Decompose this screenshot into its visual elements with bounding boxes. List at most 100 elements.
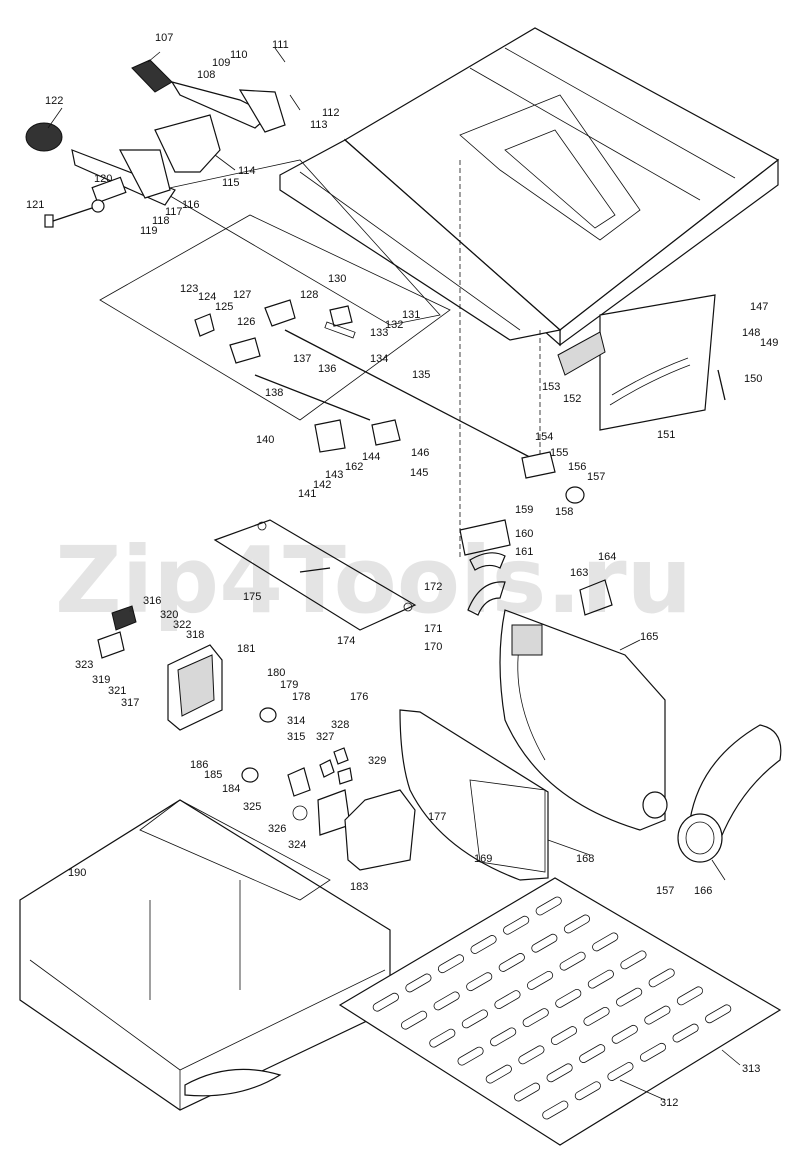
part-label-114: 114 (238, 165, 256, 177)
part-label-180: 180 (267, 667, 285, 679)
part-label-131: 131 (402, 309, 420, 321)
part-label-162: 162 (345, 461, 363, 473)
part-label-316: 316 (143, 595, 161, 607)
blade-guard-165 (499, 609, 666, 831)
handle-107 (131, 59, 286, 133)
block-126 (229, 337, 261, 364)
part-label-118: 118 (152, 215, 170, 227)
vent-slot (587, 969, 614, 989)
part-label-133: 133 (370, 327, 388, 339)
part-label-150: 150 (744, 373, 762, 385)
vent-slot (470, 935, 497, 954)
clamp-160 (469, 552, 506, 571)
vent-slot (583, 1006, 610, 1026)
pin-150 (717, 369, 726, 401)
part-label-107: 107 (155, 32, 173, 44)
part-label-125: 125 (215, 301, 233, 313)
part-label-115: 115 (222, 177, 240, 189)
knob-178 (259, 707, 277, 723)
part-label-112: 112 (322, 107, 340, 119)
part-label-119: 119 (140, 225, 158, 237)
part-labels: 107 111 110 109 108 112 113 122 114 115 … (26, 32, 778, 1109)
part-label-145: 145 (410, 467, 428, 479)
part-label-151: 151 (657, 429, 675, 441)
vent-slot (639, 1042, 667, 1062)
leader-lines (47, 47, 741, 1101)
rod-136 (254, 374, 371, 421)
part-label-164: 164 (598, 551, 616, 563)
part-label-122: 122 (45, 95, 63, 107)
vent-slot (555, 988, 582, 1008)
vent-slot (457, 1046, 484, 1066)
block-162 (314, 419, 346, 453)
part-label-172: 172 (424, 581, 442, 593)
watermark-text: Zip4Tools.ru (55, 527, 692, 634)
part-label-178: 178 (292, 691, 310, 703)
riving-plate-175 (213, 519, 417, 631)
part-label-110: 110 (230, 49, 248, 61)
part-label-177: 177 (428, 811, 446, 823)
vent-slot (526, 971, 554, 990)
part-label-154: 154 (535, 431, 553, 443)
vent-slot (531, 933, 558, 953)
part-label-327: 327 (316, 731, 334, 743)
part-label-185: 185 (204, 769, 222, 781)
part-label-149: 149 (760, 337, 778, 349)
part-label-312: 312 (660, 1097, 678, 1109)
part-329 (337, 767, 353, 785)
vent-slot (574, 1081, 601, 1101)
part-label-142: 142 (313, 479, 331, 491)
vent-slot (494, 990, 521, 1010)
part-label-136: 136 (318, 363, 336, 375)
vent-slot (429, 1028, 456, 1048)
part-label-108: 108 (197, 69, 215, 81)
part-label-134: 134 (370, 353, 388, 365)
vent-slot (433, 991, 460, 1011)
part-label-137: 137 (293, 353, 311, 365)
part-label-160: 160 (515, 528, 533, 540)
knob-156 (565, 486, 585, 504)
part-label-148: 148 (742, 327, 760, 339)
vent-slot (644, 1005, 671, 1025)
part-label-179: 179 (280, 679, 298, 691)
part-label-153: 153 (542, 381, 560, 393)
part-label-143: 143 (325, 469, 343, 481)
part-label-140: 140 (256, 434, 274, 446)
vent-slot (461, 1009, 488, 1029)
part-label-126: 126 (237, 316, 255, 328)
part-label-315: 315 (287, 731, 305, 743)
part-label-166: 166 (694, 885, 712, 897)
vent-slot (405, 973, 432, 993)
handle-122 (25, 122, 176, 206)
rod-135 (284, 329, 546, 466)
part-328 (333, 747, 349, 765)
part-label-120: 120 (94, 173, 112, 185)
bracket-163 (579, 579, 613, 616)
part-326 (292, 805, 308, 821)
part-label-324: 324 (288, 839, 306, 851)
vent-slot (466, 972, 493, 992)
part-label-313: 313 (742, 1063, 760, 1075)
block-128 (329, 305, 353, 327)
part-label-138: 138 (265, 387, 283, 399)
part-label-183: 183 (350, 881, 368, 893)
vent-slot (490, 1027, 517, 1047)
washer-120 (91, 199, 105, 213)
part-label-130: 130 (328, 273, 346, 285)
bolt-121 (44, 207, 93, 228)
part-label-184: 184 (222, 783, 240, 795)
vent-slot (559, 951, 586, 971)
part-label-132: 132 (385, 319, 403, 331)
part-label-165: 165 (640, 631, 658, 643)
vent-slot (648, 968, 675, 988)
part-label-175: 175 (243, 591, 261, 603)
part-label-314: 314 (287, 715, 305, 727)
block-127 (264, 299, 296, 327)
part-label-181: 181 (237, 643, 255, 655)
cover-177 (344, 789, 416, 871)
part-label-127: 127 (233, 289, 251, 301)
block-124 (194, 313, 215, 337)
vent-slot (513, 1082, 541, 1102)
